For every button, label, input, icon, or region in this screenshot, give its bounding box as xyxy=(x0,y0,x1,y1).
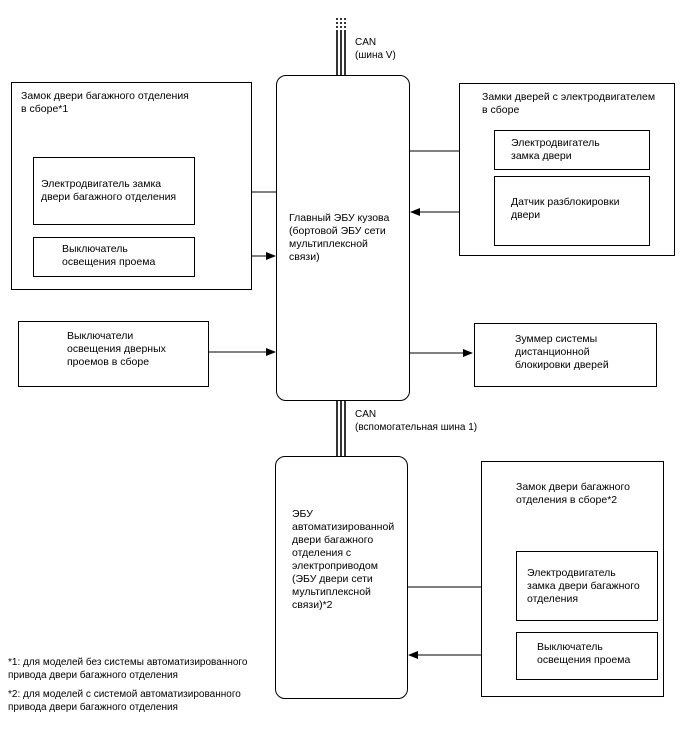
door-lock-motor-label: Электродвигатель замка двери xyxy=(511,137,600,162)
trunk-lock-motor-1-label: Электродвигатель замка двери багажного о… xyxy=(41,178,177,203)
footnote-1: *1: для моделей без системы автоматизиро… xyxy=(8,657,248,681)
main-body-ecu-box xyxy=(276,75,410,401)
trunk-lock-motor-1-box xyxy=(33,157,195,225)
door-lock-motor-box xyxy=(494,130,650,170)
trunk-lock-assy-1-title: Замок двери багажного отделения в сборе*… xyxy=(21,90,189,115)
power-back-door-ecu-label: ЭБУ автоматизированной двери багажного о… xyxy=(292,508,395,611)
power-back-door-ecu-box xyxy=(275,456,408,699)
can-bus-sub-1-label: CAN (вспомогательная шина 1) xyxy=(355,409,478,433)
footnote-2: *2: для моделей с системой автоматизиров… xyxy=(8,689,241,713)
door-unlock-sensor-label: Датчик разблокировки двери xyxy=(511,196,620,221)
door-courtesy-switches-box xyxy=(18,321,209,387)
courtesy-switch-2-label: Выключатель освещения проема xyxy=(537,641,631,666)
courtesy-switch-2-box xyxy=(516,632,658,680)
courtesy-switch-1-label: Выключатель освещения проема xyxy=(62,243,156,268)
trunk-lock-motor-2-box xyxy=(516,551,658,621)
door-unlock-sensor-box xyxy=(494,176,650,246)
can-bus-v xyxy=(336,18,346,76)
main-body-ecu-label: Главный ЭБУ кузова (бортовой ЭБУ сети му… xyxy=(289,212,390,263)
trunk-lock-assy-2-title: Замок двери багажного отделения в сборе*… xyxy=(516,481,630,506)
wireless-door-lock-buzzer-label: Зуммер системы дистанционной блокировки … xyxy=(515,333,609,371)
can-bus-v-label: CAN (шина V) xyxy=(355,37,396,61)
can-bus-sub-1 xyxy=(336,400,346,457)
power-door-locks-title: Замки дверей с электродвигателем в сборе xyxy=(482,91,656,116)
trunk-lock-motor-2-label: Электродвигатель замка двери багажного о… xyxy=(527,567,640,605)
door-courtesy-switches-label: Выключатели освещения дверных проемов в … xyxy=(67,330,166,368)
wireless-door-lock-buzzer-box xyxy=(474,323,657,387)
courtesy-switch-1-box xyxy=(33,237,195,277)
